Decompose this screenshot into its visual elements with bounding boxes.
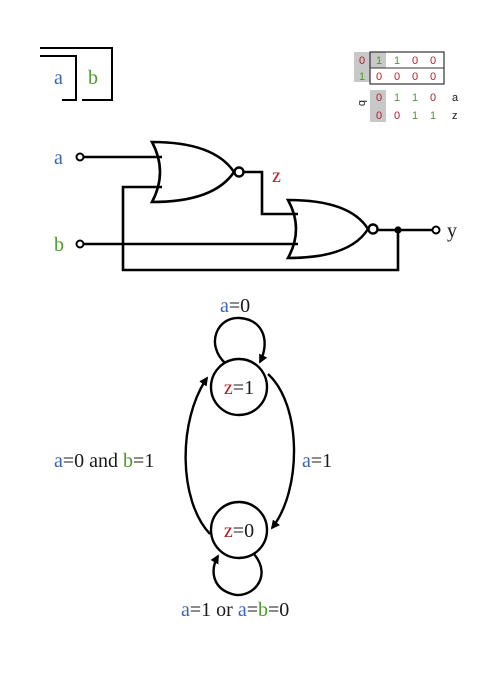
left-edge-end: =1 <box>133 450 154 472</box>
kmap-bottom0-cell0: 0 <box>376 92 382 104</box>
left-edge-label: a=0 and b=1 <box>54 450 154 472</box>
left-edge-a: a <box>54 450 63 472</box>
output-y-label: y <box>447 220 457 242</box>
bottom-loop-label: a=1 or a=b=0 <box>181 599 289 621</box>
input-b-label: b <box>54 234 64 256</box>
bottom-loop-b: b <box>258 599 268 621</box>
left-edge-mid: =0 and <box>63 450 123 472</box>
state-z0-eq: =0 <box>233 520 254 542</box>
right-edge-var: a <box>302 450 311 472</box>
nor-gate-2-bubble <box>367 223 379 235</box>
kmap-first-col-shade <box>370 52 386 68</box>
legend-b-label: b <box>88 67 98 89</box>
variable-legend: a b <box>40 47 113 101</box>
input-b-terminal <box>75 239 85 249</box>
bottom-loop-p3: =0 <box>268 599 289 621</box>
kmap-row0-cell0: 1 <box>376 55 382 67</box>
right-edge-rest: =1 <box>311 450 332 472</box>
kmap-bottom0-cell2: 1 <box>412 92 418 104</box>
wire-z <box>244 170 298 216</box>
edge-z1-to-z0 <box>267 373 296 530</box>
input-a-terminal <box>75 152 85 162</box>
left-edge-b: b <box>123 450 133 472</box>
kmap-row1-head: 1 <box>359 71 365 83</box>
internal-z-label: z <box>272 165 281 187</box>
state-z1-eq: =1 <box>233 377 254 399</box>
self-loop-bottom <box>210 553 263 597</box>
kmap-row-header-shade <box>354 52 370 82</box>
state-machine: a=0 z=1 a=1 a=0 and b=1 z=0 a=1 or a=b=0 <box>54 295 332 621</box>
state-z0-label: z=0 <box>224 520 254 542</box>
kmap-side-label: b <box>356 100 368 106</box>
right-edge-label: a=1 <box>302 450 332 472</box>
kmap-bottom0-label: a <box>452 92 459 104</box>
kmap-bottom-shade <box>370 90 386 122</box>
bottom-loop-a2: a <box>238 599 247 621</box>
edge-z0-to-z1 <box>184 376 211 535</box>
top-loop-rest: =0 <box>229 295 250 317</box>
bottom-loop-a1: a <box>181 599 190 621</box>
kmap-row1-cell3: 0 <box>430 71 436 83</box>
junction-dot <box>394 226 402 234</box>
kmap-row0-cell1: 1 <box>394 55 400 67</box>
input-a-label: a <box>54 147 63 169</box>
state-z1-var: z <box>224 377 233 399</box>
kmap-bottom1-cell2: 1 <box>412 110 418 122</box>
kmap-bottom1-label: z <box>452 110 458 122</box>
kmap-bottom1-cell0: 0 <box>376 110 382 122</box>
state-z0-var: z <box>224 520 233 542</box>
nor-gate-1-bubble <box>233 166 245 178</box>
kmap-row0-cell3: 0 <box>430 55 436 67</box>
kmap-row1-cell0: 0 <box>376 71 382 83</box>
state-z1-label: z=1 <box>224 377 254 399</box>
top-loop-var: a <box>220 295 229 317</box>
logic-circuit: a b z y <box>54 140 457 272</box>
wire-feedback <box>121 185 400 272</box>
self-loop-top <box>213 316 268 365</box>
kmap-row1-cell2: 0 <box>412 71 418 83</box>
kmap-bottom1-cell1: 0 <box>394 110 400 122</box>
karnaugh-map: 0 1 1 0 0 1 0 0 0 0 b 0 1 1 0 a 0 0 1 1 … <box>354 51 459 122</box>
state-z0 <box>209 500 269 560</box>
state-z1 <box>209 357 269 417</box>
nor-gate-1 <box>149 140 236 204</box>
kmap-row0-cell2: 0 <box>412 55 418 67</box>
bottom-loop-p2: = <box>247 599 258 621</box>
kmap-row1-cell1: 0 <box>394 71 400 83</box>
kmap-row0-head: 0 <box>359 55 365 67</box>
nor-gate-2 <box>285 198 370 260</box>
kmap-bottom0-cell1: 1 <box>394 92 400 104</box>
bottom-loop-p1: =1 or <box>190 599 238 621</box>
kmap-bottom0-cell3: 0 <box>430 92 436 104</box>
output-y-terminal <box>431 225 441 235</box>
legend-a-label: a <box>54 67 63 89</box>
kmap-bottom1-cell3: 1 <box>430 110 436 122</box>
legend-bracket-b <box>40 47 113 101</box>
top-loop-label: a=0 <box>220 295 250 317</box>
legend-bracket-a <box>40 55 77 101</box>
